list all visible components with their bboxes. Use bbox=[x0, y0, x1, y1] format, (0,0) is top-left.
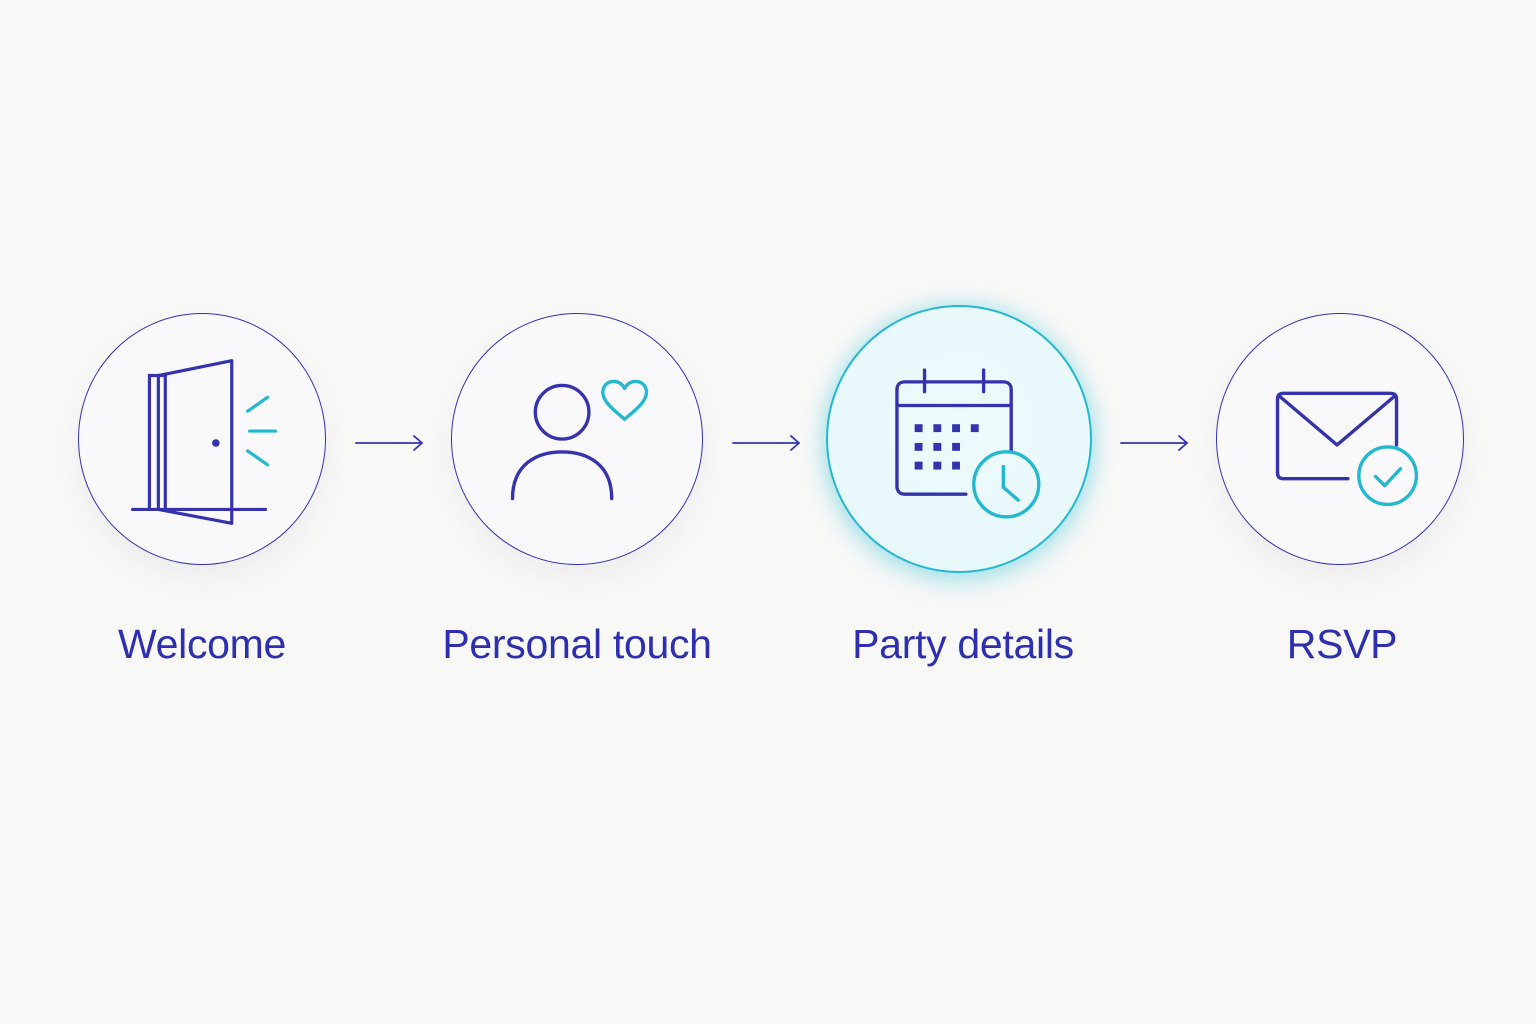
step-welcome bbox=[78, 313, 326, 565]
open-door-icon bbox=[130, 359, 277, 525]
arrow-right-icon bbox=[731, 433, 803, 453]
step-rsvp bbox=[1216, 313, 1464, 565]
step-label-welcome: Welcome bbox=[117, 621, 287, 667]
step-party-details bbox=[826, 305, 1092, 573]
calendar-clock-icon bbox=[895, 368, 1041, 519]
step-label-rsvp: RSVP bbox=[1286, 621, 1398, 667]
step-personal-touch bbox=[451, 313, 703, 565]
envelope-check-icon bbox=[1275, 391, 1419, 507]
arrow-right-icon bbox=[354, 433, 426, 453]
step-label-personal-touch: Personal touch bbox=[442, 621, 712, 667]
step-label-party-details: Party details bbox=[852, 621, 1074, 667]
arrow-right-icon bbox=[1119, 433, 1191, 453]
person-heart-icon bbox=[510, 379, 649, 501]
